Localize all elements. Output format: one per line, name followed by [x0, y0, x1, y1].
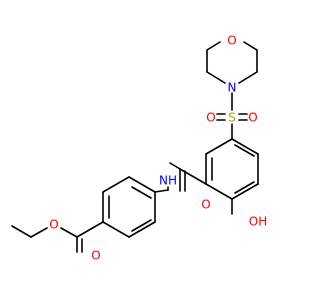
atom-morpholine-oxygen: O	[227, 34, 236, 48]
bond	[231, 138, 259, 155]
bond	[238, 71, 258, 84]
molecule-drawing: O N S O O NH O OH O O	[11, 34, 267, 263]
bond-lines	[11, 41, 259, 253]
bond	[60, 227, 78, 238]
bond	[205, 183, 233, 200]
bond	[234, 181, 255, 194]
atom-morpholine-nitrogen: N	[228, 81, 237, 95]
chemical-structure-canvas: O N S O O NH O OH O O	[11, 34, 267, 263]
bond	[128, 221, 156, 238]
bond	[243, 41, 258, 51]
bond	[128, 176, 156, 193]
bond	[102, 221, 130, 238]
atom-amide-nh: NH	[159, 174, 177, 188]
bond	[179, 168, 207, 185]
atom-sulfonyl-sulfur: S	[228, 111, 236, 125]
atom-sulfonyl-oxygen-left: O	[206, 111, 215, 125]
bond	[131, 186, 152, 199]
bond	[234, 144, 255, 157]
bond	[206, 41, 221, 51]
bond	[154, 189, 169, 193]
atom-labels: O N S O O NH O OH O O	[49, 34, 267, 263]
bond	[205, 138, 233, 155]
atom-phenol-oh: OH	[249, 215, 267, 229]
bond	[76, 221, 104, 238]
bond	[102, 176, 130, 193]
bond	[11, 225, 32, 238]
bond	[131, 219, 152, 232]
atom-sulfonyl-oxygen-right: O	[248, 111, 257, 125]
bond	[169, 162, 181, 170]
bond	[231, 183, 259, 200]
atom-ester-ether-oxygen: O	[49, 218, 58, 232]
atom-ester-carbonyl-oxygen: O	[91, 249, 100, 263]
bond	[30, 227, 48, 238]
atom-amide-oxygen: O	[201, 198, 210, 212]
bond	[206, 71, 226, 84]
